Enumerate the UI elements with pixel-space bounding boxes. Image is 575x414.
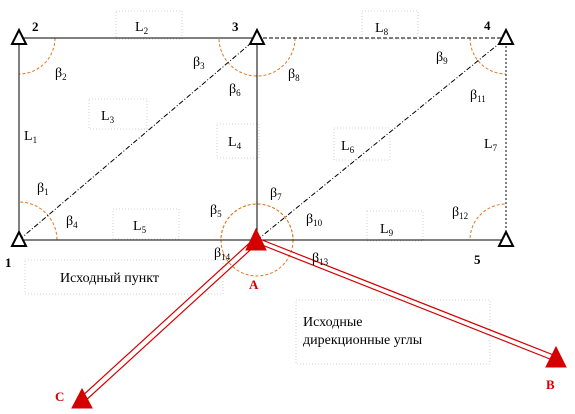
node-label-1: 1 <box>5 255 12 270</box>
node-label-3: 3 <box>232 19 239 34</box>
traverse-lines <box>18 37 507 241</box>
station-c-triangle <box>71 387 93 409</box>
station-markers <box>10 27 515 247</box>
station-b-triangle <box>545 345 567 368</box>
segment-label-L2: L2 <box>135 20 148 36</box>
segment-label-L1: L1 <box>24 129 37 145</box>
segment-label-L7: L7 <box>484 137 498 153</box>
station-5-triangle <box>497 229 515 247</box>
segment-label-L8: L8 <box>375 21 389 37</box>
segment-labels: L1 L2 L3 L4 L5 L6 L7 L8 L9 <box>24 20 498 238</box>
segment-label-L4: L4 <box>228 135 242 151</box>
angle-label-b10: β10 <box>306 212 323 228</box>
station-2-triangle <box>10 27 28 45</box>
caption-source-angles-line1: Исходные <box>303 315 362 330</box>
station-3-triangle <box>248 27 266 45</box>
station-a-triangle <box>245 227 267 251</box>
angle-label-b3: β3 <box>193 55 205 71</box>
node-label-a: A <box>249 277 259 292</box>
angle-label-b7: β7 <box>270 186 282 202</box>
angle-label-b8: β8 <box>288 67 300 83</box>
direction-lines <box>79 237 557 403</box>
angle-label-b13: β13 <box>312 251 329 267</box>
caption-source-point: Исходный пункт <box>60 271 159 286</box>
angle-label-b14: β14 <box>214 246 231 262</box>
node-label-2: 2 <box>32 19 39 34</box>
origin-markers <box>71 227 567 409</box>
station-1-triangle <box>10 229 28 247</box>
angle-label-b6: β6 <box>229 82 241 98</box>
caption-source-angles-line2: дирекционные углы <box>303 333 423 348</box>
angle-arcs <box>19 38 506 240</box>
segment-label-L5: L5 <box>133 219 147 235</box>
node-label-5: 5 <box>474 252 481 267</box>
angle-label-b11: β11 <box>470 88 486 104</box>
node-label-b: B <box>546 377 555 392</box>
segment-label-L6: L6 <box>341 139 355 155</box>
angle-label-b2: β2 <box>55 66 67 82</box>
angle-label-b12: β12 <box>452 205 468 221</box>
segment-label-L3: L3 <box>101 109 115 125</box>
segment-label-L9: L9 <box>380 222 394 238</box>
angle-label-b4: β4 <box>66 214 78 230</box>
angle-label-b5: β5 <box>210 203 222 219</box>
label-boxes <box>24 10 491 365</box>
angle-label-b9: β9 <box>436 50 448 66</box>
node-label-c: C <box>55 389 64 404</box>
station-4-triangle <box>497 27 515 45</box>
angle-labels: β1 β2 β3 β4 β5 β6 β7 β8 β9 β10 β11 β12 β… <box>37 50 486 267</box>
angle-label-b1: β1 <box>37 181 49 197</box>
node-label-4: 4 <box>484 18 491 33</box>
node-labels: 1 2 3 4 5 A B C <box>5 18 555 404</box>
